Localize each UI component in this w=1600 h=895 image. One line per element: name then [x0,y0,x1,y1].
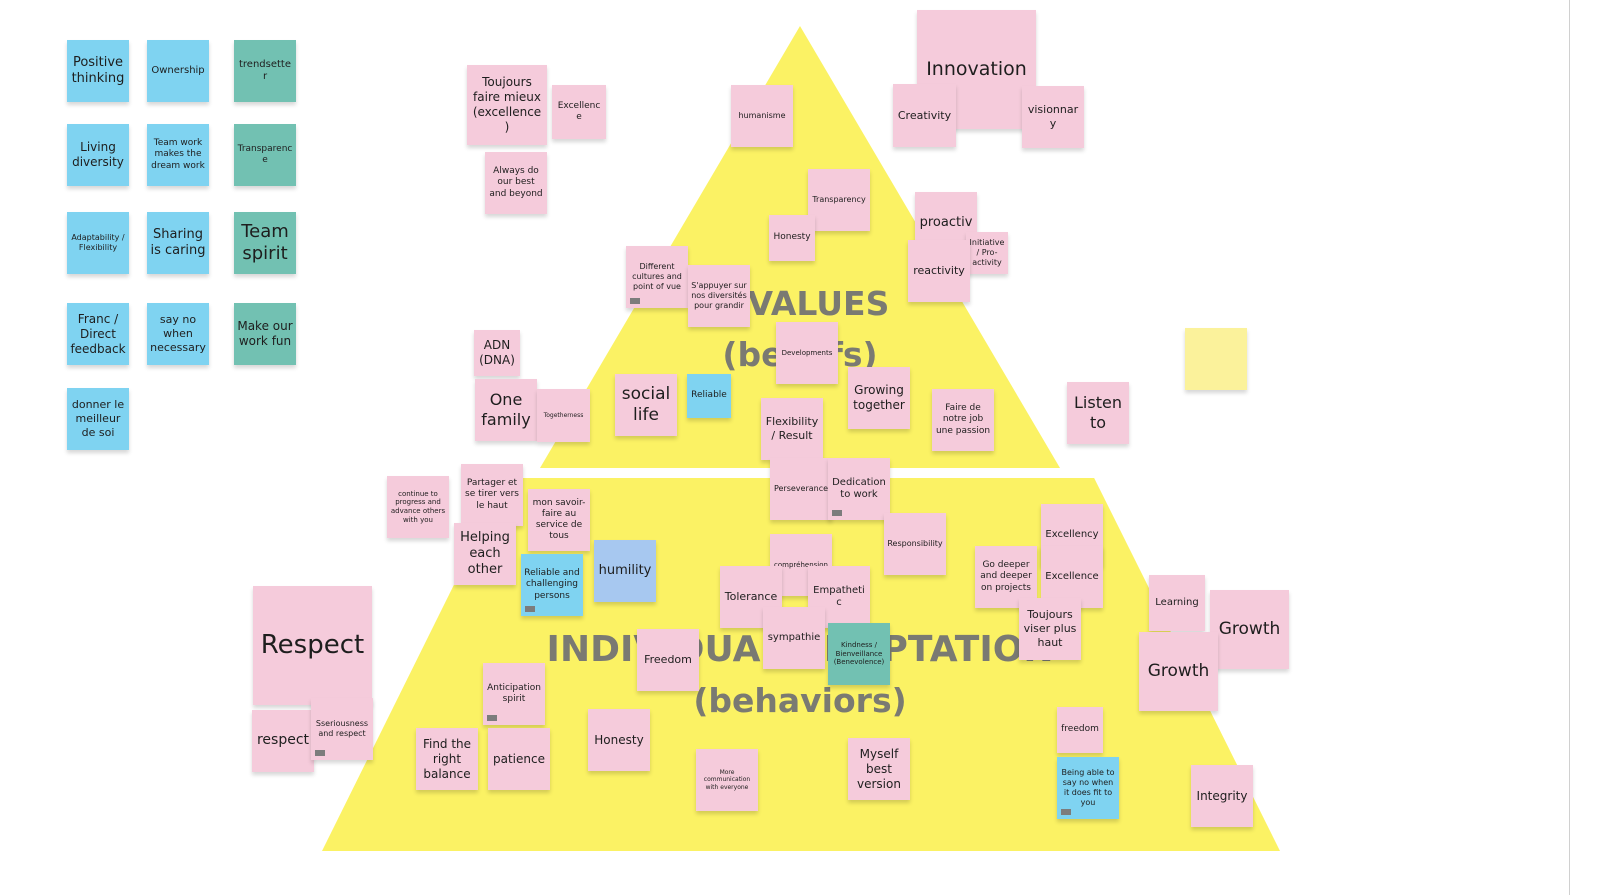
sticky-note[interactable]: Different cultures and point of vue [626,246,688,308]
tag-icon [630,298,640,304]
sticky-note[interactable]: Anticipation spirit [483,663,545,725]
sticky-note[interactable]: freedom [1057,707,1103,753]
sticky-note[interactable]: ADN (DNA) [474,330,520,376]
sticky-note[interactable]: Toujours viser plus haut [1019,598,1081,660]
sticky-note[interactable]: reactivity [908,240,970,302]
sticky-note[interactable]: Always do our best and beyond [485,152,547,214]
sticky-note[interactable]: Being able to say no when it does fit to… [1057,757,1119,819]
sticky-note[interactable]: Integrity [1191,765,1253,827]
sticky-note[interactable]: Initiative / Pro-activity [966,232,1008,274]
pyramid-bottom-subtitle: (behaviors) [693,681,907,720]
tag-icon [525,606,535,612]
sticky-note[interactable]: Growth [1139,632,1218,711]
scrollbar[interactable] [1569,0,1570,895]
sticky-note[interactable]: say no when necessary [147,303,209,365]
sticky-note[interactable]: More communication with everyone [696,749,758,811]
tag-icon [832,510,842,516]
sticky-note[interactable]: Growing together [848,367,910,429]
sticky-note[interactable]: Perseverance [770,458,832,520]
sticky-note[interactable]: Respect [253,586,372,705]
sticky-note[interactable]: social life [615,374,677,436]
sticky-note[interactable]: trendsetter [234,40,296,102]
sticky-note[interactable]: Go deeper and deeper on projects [975,546,1037,608]
sticky-note[interactable]: Team spirit [234,212,296,274]
sticky-note[interactable]: Living diversity [67,124,129,186]
sticky-note[interactable]: Reliable and challenging persons [521,554,583,616]
sticky-note[interactable]: Growth [1210,590,1289,669]
sticky-note[interactable]: sympathie [763,607,825,669]
sticky-note[interactable]: respect [252,710,314,772]
sticky-note-empty[interactable] [1185,328,1247,390]
sticky-note[interactable]: patience [488,728,550,790]
sticky-note[interactable]: Ownership [147,40,209,102]
sticky-note[interactable]: Honesty [769,215,815,261]
tag-icon [315,750,325,756]
sticky-note[interactable]: Tolerance [720,566,782,628]
sticky-note[interactable]: Developments [776,322,838,384]
sticky-note[interactable]: mon savoir-faire au service de tous [528,489,590,551]
sticky-note[interactable]: continue to progress and advance others … [387,476,449,538]
tag-icon [1061,809,1071,815]
sticky-note[interactable]: Sharing is caring [147,212,209,274]
sticky-note[interactable]: Listen to [1067,382,1129,444]
sticky-note[interactable]: Helping each other [454,523,516,585]
sticky-note[interactable]: Franc / Direct feedback [67,303,129,365]
sticky-note[interactable]: Excellence [552,85,606,139]
sticky-note[interactable]: One family [475,379,537,441]
sticky-note[interactable]: humanisme [731,85,793,147]
sticky-note[interactable]: Transparence [234,124,296,186]
sticky-note[interactable]: Faire de notre job une passion [932,389,994,451]
sticky-note[interactable]: Transparency [808,169,870,231]
sticky-note[interactable]: Find the right balance [416,728,478,790]
sticky-note[interactable]: Myself best version [848,738,910,800]
sticky-note[interactable]: Partager et se tirer vers le haut [461,464,523,526]
sticky-note[interactable]: Kindness / Bienveillance (Benevolence) [828,623,890,685]
sticky-note[interactable]: Make our work fun [234,303,296,365]
sticky-note[interactable]: Team work makes the dream work [147,124,209,186]
sticky-note[interactable]: Responsibility [884,513,946,575]
sticky-note[interactable]: Excellence [1041,546,1103,608]
sticky-note[interactable]: Toujours faire mieux (excellence ) [467,65,547,145]
sticky-note[interactable]: Honesty [588,709,650,771]
sticky-note[interactable]: Togetherness [537,389,590,442]
sticky-note[interactable]: Reliable [687,374,731,418]
sticky-note[interactable]: Learning [1149,575,1205,631]
sticky-note[interactable]: Creativity [893,84,956,147]
sticky-note[interactable]: S'appuyer sur nos diversités pour grandi… [688,265,750,327]
sticky-note[interactable]: humility [594,540,656,602]
sticky-note[interactable]: donner le meilleur de soi [67,388,129,450]
sticky-note[interactable]: Freedom [637,629,699,691]
sticky-note[interactable]: visionnary [1022,86,1084,148]
sticky-note[interactable]: Sseriousness and respect [311,698,373,760]
sticky-note[interactable]: Dedication to work [828,458,890,520]
sticky-note[interactable]: Flexibility / Result [761,398,823,460]
sticky-note[interactable]: Positive thinking [67,40,129,102]
tag-icon [487,715,497,721]
sticky-note[interactable]: Adaptability / Flexibility [67,212,129,274]
